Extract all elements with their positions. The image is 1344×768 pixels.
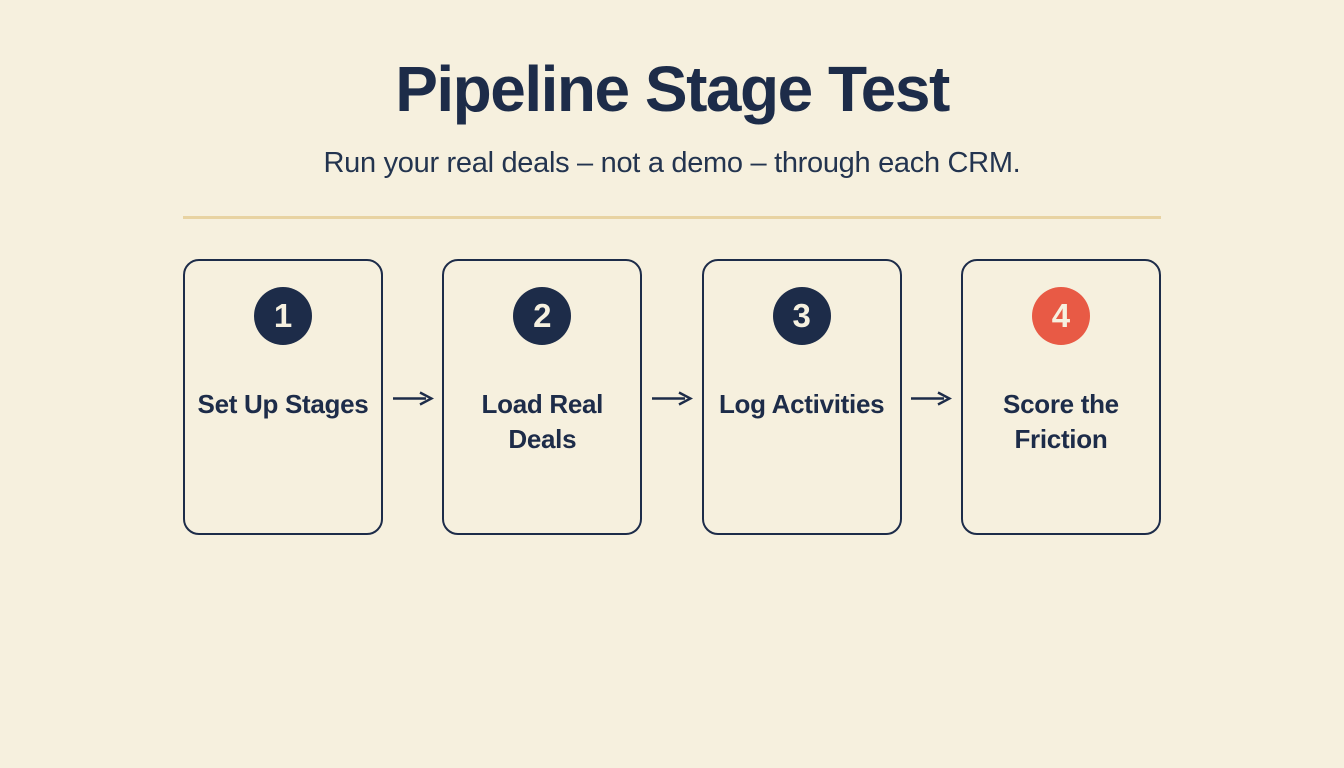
- step-label: Score the Friction: [1003, 389, 1119, 454]
- right-arrow-icon: [911, 391, 953, 406]
- step-card-3: 3 Log Activities: [701, 259, 902, 536]
- right-arrow-icon: [392, 391, 434, 406]
- step-label: Log Activities: [718, 389, 885, 420]
- right-arrow-icon: [651, 391, 693, 406]
- arrow-gap: [642, 259, 701, 535]
- step-card-1: 1 Set Up Stages: [183, 259, 383, 536]
- step-card-2: 2 Load Real Deals: [442, 259, 643, 536]
- step-number-badge: 1: [254, 287, 312, 346]
- step-number-badge: 2: [513, 287, 572, 346]
- step-card-4: 4 Score the Friction: [960, 259, 1161, 536]
- step-number-badge: 4: [1031, 287, 1090, 346]
- step-label: Set Up Stages: [197, 389, 369, 420]
- step-label: Load Real Deals: [481, 389, 604, 454]
- steps-row: 1 Set Up Stages 2 Load Real Deals 3 Log …: [183, 259, 1161, 536]
- arrow-gap: [383, 259, 442, 535]
- step-number-badge: 3: [772, 287, 831, 346]
- page-subtitle: Run your real deals – not a demo – throu…: [323, 147, 1021, 180]
- divider-line: [183, 216, 1161, 220]
- arrow-gap: [902, 259, 961, 535]
- page-title: Pipeline Stage Test: [395, 53, 950, 125]
